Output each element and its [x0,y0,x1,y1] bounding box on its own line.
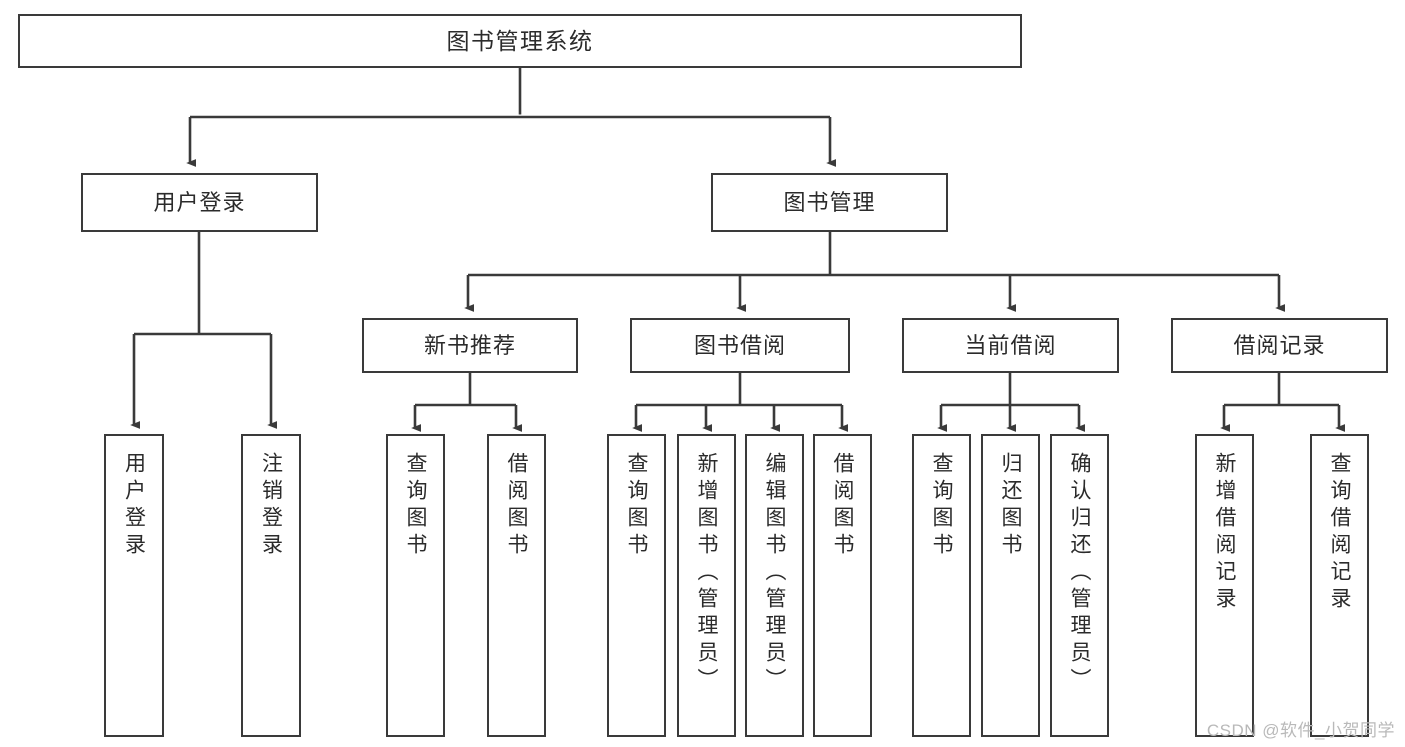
leaf-borrow-borrow-book[interactable]: 借阅图书 [813,434,872,737]
node-label: 新增图书（管理员） [695,452,718,695]
node-label: 图书借阅 [693,332,786,358]
leaf-current-query-book[interactable]: 查询图书 [912,434,971,737]
node-label: 新增借阅记录 [1213,452,1236,614]
leaf-user-login-sign-out[interactable]: 注销登录 [241,434,301,737]
node-label: 确认归还（管理员） [1068,452,1091,695]
node-label: 借阅图书 [831,452,854,560]
leaf-current-confirm-return-admin[interactable]: 确认归还（管理员） [1050,434,1109,737]
node-borrowing-records[interactable]: 借阅记录 [1171,318,1388,373]
node-current-borrowing[interactable]: 当前借阅 [902,318,1119,373]
leaf-new-books-query-book[interactable]: 查询图书 [386,434,445,737]
leaf-borrow-edit-book-admin[interactable]: 编辑图书（管理员） [745,434,804,737]
node-label: 当前借阅 [964,332,1057,358]
leaf-records-add-record[interactable]: 新增借阅记录 [1195,434,1254,737]
leaf-borrow-query-book[interactable]: 查询图书 [607,434,666,737]
node-label: 借阅图书 [505,452,528,560]
node-root-book-management-system[interactable]: 图书管理系统 [18,14,1022,68]
leaf-records-query-record[interactable]: 查询借阅记录 [1310,434,1369,737]
leaf-new-books-borrow-book[interactable]: 借阅图书 [487,434,546,737]
node-label: 用户登录 [122,452,146,560]
watermark-text: CSDN @软件_小贺同学 [1206,721,1395,740]
node-label: 查询图书 [930,452,953,560]
node-label: 借阅记录 [1233,332,1326,358]
node-user-login[interactable]: 用户登录 [81,173,318,232]
node-label: 新书推荐 [423,332,516,358]
node-label: 查询借阅记录 [1328,452,1351,614]
node-label: 归还图书 [999,452,1022,560]
node-label: 注销登录 [259,452,283,560]
node-new-book-recommendation[interactable]: 新书推荐 [362,318,578,373]
node-label: 用户登录 [153,189,246,215]
leaf-user-login-sign-in[interactable]: 用户登录 [104,434,164,737]
node-label: 查询图书 [625,452,648,560]
leaf-borrow-add-book-admin[interactable]: 新增图书（管理员） [677,434,736,737]
node-label: 图书管理 [783,189,876,215]
node-label: 编辑图书（管理员） [763,452,786,695]
node-label: 图书管理系统 [446,27,594,54]
leaf-current-return-book[interactable]: 归还图书 [981,434,1040,737]
node-label: 查询图书 [404,452,427,560]
node-book-borrowing[interactable]: 图书借阅 [630,318,850,373]
node-book-management[interactable]: 图书管理 [711,173,948,232]
